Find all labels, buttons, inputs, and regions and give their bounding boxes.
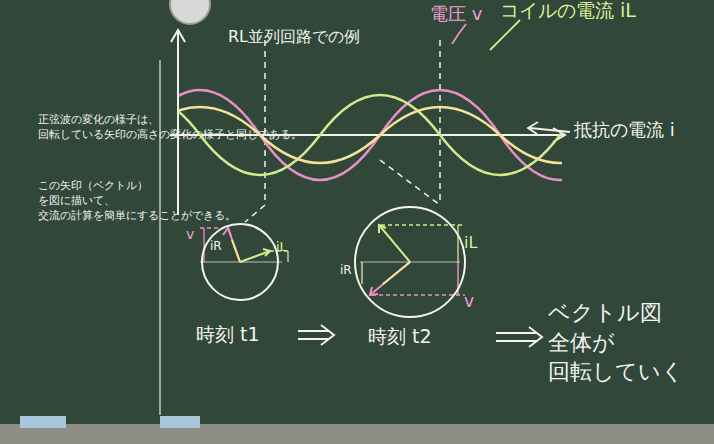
x-axis xyxy=(170,134,565,136)
vector-label: 時刻 t1 xyxy=(196,324,260,346)
vector-head xyxy=(370,287,378,295)
height-bracket xyxy=(361,262,362,284)
wall-clock xyxy=(170,0,210,24)
vector-label: iL xyxy=(464,234,477,252)
leader-arrow xyxy=(490,20,520,50)
circle-axis xyxy=(200,262,282,263)
eraser xyxy=(20,416,66,428)
vector-circle: iL iR v 時刻 t2 xyxy=(340,200,490,350)
leader-arrow xyxy=(528,122,570,134)
wave-label: コイルの電流 iL xyxy=(500,0,636,22)
vector-label: v xyxy=(464,292,474,312)
circle-outline xyxy=(202,224,278,300)
vector-head xyxy=(263,249,270,256)
leader-line xyxy=(380,160,440,205)
chalk-tray xyxy=(0,424,714,444)
time-marker xyxy=(439,40,441,200)
height-bracket xyxy=(287,251,288,262)
double-arrow xyxy=(298,325,334,345)
voltage-vector xyxy=(370,262,410,295)
note-text: ベクトル図 全体が 回転していく xyxy=(548,298,700,387)
double-arrow xyxy=(496,327,542,347)
divider-line xyxy=(159,60,161,415)
leader-line xyxy=(245,205,265,222)
height-bracket xyxy=(457,225,458,262)
note-text: ベクトル図 全体が 回転していく xyxy=(548,298,700,387)
coil-current-vector xyxy=(379,225,410,262)
resistor-current-vector xyxy=(232,240,240,262)
vector-label: iR xyxy=(340,264,352,278)
time-marker xyxy=(264,40,266,205)
vector-circle: v iR iL 時刻 t1 xyxy=(180,210,292,345)
resistor-current-wave xyxy=(179,107,562,163)
axis-arrowhead xyxy=(171,30,185,42)
y-axis xyxy=(177,32,179,215)
diagram-title: RL並列回路での例 xyxy=(228,28,360,46)
circle-axis xyxy=(360,262,460,263)
leader-arrow xyxy=(452,24,466,44)
vector-label: 時刻 t2 xyxy=(368,326,432,348)
vector-label: iL xyxy=(276,240,287,255)
explanation-note: 正弦波の変化の様子は、回転している矢印の高さの変化の様子と同じである。 xyxy=(38,112,154,142)
vector-head xyxy=(223,228,231,236)
coil-current-wave xyxy=(179,95,562,175)
projection-line xyxy=(372,294,465,295)
resistor-current-vector xyxy=(383,262,410,284)
height-bracket xyxy=(203,228,204,262)
coil-current-vector xyxy=(240,251,270,262)
explanation-note: この矢印（ベクトル）を図に描いて、交流の計算を簡単にすることができる。 xyxy=(38,178,154,224)
wave-label: 電圧 v xyxy=(430,4,482,25)
circle-outline xyxy=(355,207,465,317)
wave-label: 抵抗の電流 i xyxy=(574,120,675,141)
vector-head xyxy=(379,225,386,233)
vector-label: v xyxy=(186,226,194,242)
eraser xyxy=(160,416,200,428)
vector-label: iR xyxy=(210,240,222,254)
voltage-wave xyxy=(179,90,562,180)
